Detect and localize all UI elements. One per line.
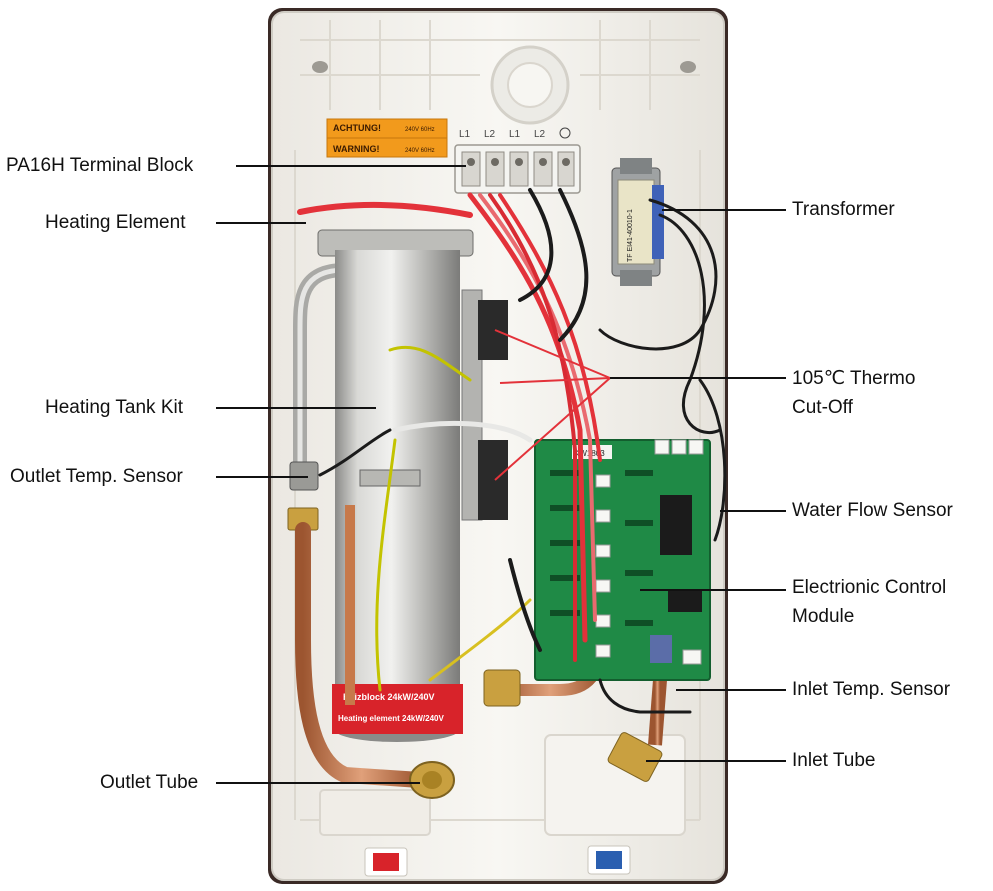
leader-inlet-tube <box>646 760 786 762</box>
terminal-block: L1 L2 L1 L2 <box>454 127 581 194</box>
label-transformer: Transformer <box>792 199 895 220</box>
terminal-l2b: L2 <box>534 129 546 140</box>
leader-terminal-block <box>236 165 466 167</box>
leader-control-module <box>640 589 786 591</box>
warning-line1: ACHTUNG! <box>333 123 381 133</box>
terminal-l1b: L1 <box>509 129 521 140</box>
label-control-module-line1: Electrionic Control <box>792 577 947 598</box>
leader-thermo-cutoff <box>610 377 786 379</box>
tank-label-line2: Heating element 24kW/240V <box>338 714 444 723</box>
label-inlet-temp-sensor: Inlet Temp. Sensor <box>792 679 951 700</box>
label-heating-tank-kit: Heating Tank Kit <box>45 397 184 418</box>
warning-line2: WARNING! <box>333 144 380 154</box>
leader-heating-tank-kit <box>216 407 376 409</box>
transformer-text: TF EI41-40010-1 <box>627 209 634 262</box>
terminal-l2a: L2 <box>484 129 496 140</box>
thermo-pointer-lines <box>494 329 611 481</box>
leader-outlet-temp-sensor <box>216 476 308 478</box>
label-thermo-cutoff-line2: Cut-Off <box>792 397 853 418</box>
leader-transformer <box>662 209 786 211</box>
leader-heating-element <box>216 222 306 224</box>
label-water-flow-sensor: Water Flow Sensor <box>792 500 953 521</box>
tank-label-line1: Heizblock 24kW/240V <box>343 692 435 702</box>
label-inlet-tube: Inlet Tube <box>792 750 876 771</box>
control-board: KW1803 <box>534 439 711 681</box>
leader-inlet-temp-sensor <box>676 689 786 691</box>
label-terminal-block: PA16H Terminal Block <box>6 155 194 176</box>
label-heating-element: Heating Element <box>45 212 186 233</box>
transformer-part: TF EI41-40010-1 <box>611 158 664 286</box>
terminal-l1a: L1 <box>459 129 471 140</box>
leader-water-flow-sensor <box>720 510 786 512</box>
label-outlet-tube: Outlet Tube <box>100 772 199 793</box>
wiring <box>297 188 727 714</box>
leader-outlet-tube <box>216 782 420 784</box>
label-thermo-cutoff-line1: 105℃ Thermo <box>792 368 916 389</box>
heating-tank: Heizblock 24kW/240V Heating element 24kW… <box>287 229 508 742</box>
label-outlet-temp-sensor: Outlet Temp. Sensor <box>10 466 183 487</box>
warning-volt2: 240V 60Hz <box>405 148 435 154</box>
warning-volt1: 240V 60Hz <box>405 127 435 133</box>
warning-sticker: ACHTUNG! WARNING! 240V 60Hz 240V 60Hz <box>326 118 448 158</box>
label-control-module-line2: Module <box>792 606 855 627</box>
